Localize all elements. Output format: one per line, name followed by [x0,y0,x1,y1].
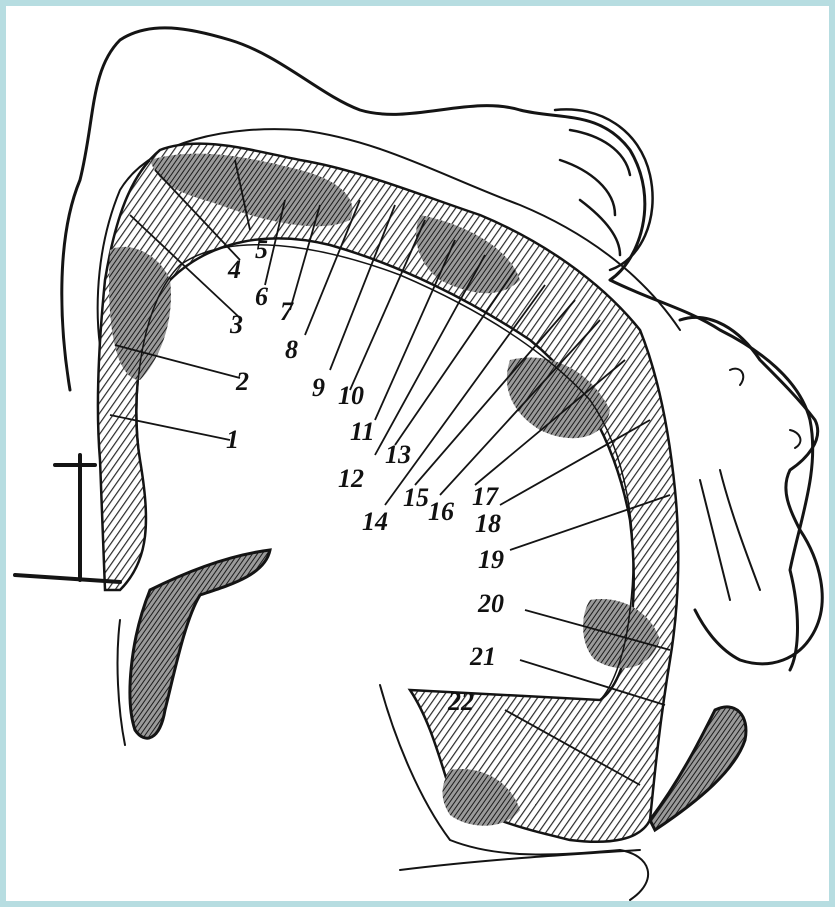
label-5: 5 [255,235,268,264]
brain-section-diagram: 1 2 3 4 5 6 7 8 9 10 11 12 13 14 15 16 1… [6,6,829,901]
label-2: 2 [235,367,249,396]
label-7: 7 [280,297,294,326]
face-profile [680,317,822,663]
label-13: 13 [385,440,411,469]
label-16: 16 [428,497,454,526]
label-6: 6 [255,282,268,311]
label-21: 21 [469,642,496,671]
label-20: 20 [477,589,504,618]
label-14: 14 [362,507,388,536]
label-19: 19 [478,545,504,574]
cortex-band [98,144,678,842]
outer-membrane-outline [62,28,813,670]
label-18: 18 [475,509,501,538]
label-4: 4 [227,255,241,284]
label-15: 15 [403,483,429,512]
label-8: 8 [285,335,298,364]
lower-right-structure [650,707,746,830]
label-22: 22 [447,687,474,716]
label-3: 3 [229,310,243,339]
label-12: 12 [338,464,364,493]
label-10: 10 [338,381,364,410]
lower-left-outline [118,620,125,745]
number-labels: 1 2 3 4 5 6 7 8 9 10 11 12 13 14 15 16 1… [226,235,504,716]
lower-left-structure [130,550,270,738]
label-11: 11 [350,417,375,446]
label-9: 9 [312,373,325,402]
label-17: 17 [472,482,499,511]
label-1: 1 [226,425,239,454]
diagram-frame: 1 2 3 4 5 6 7 8 9 10 11 12 13 14 15 16 1… [6,6,829,901]
